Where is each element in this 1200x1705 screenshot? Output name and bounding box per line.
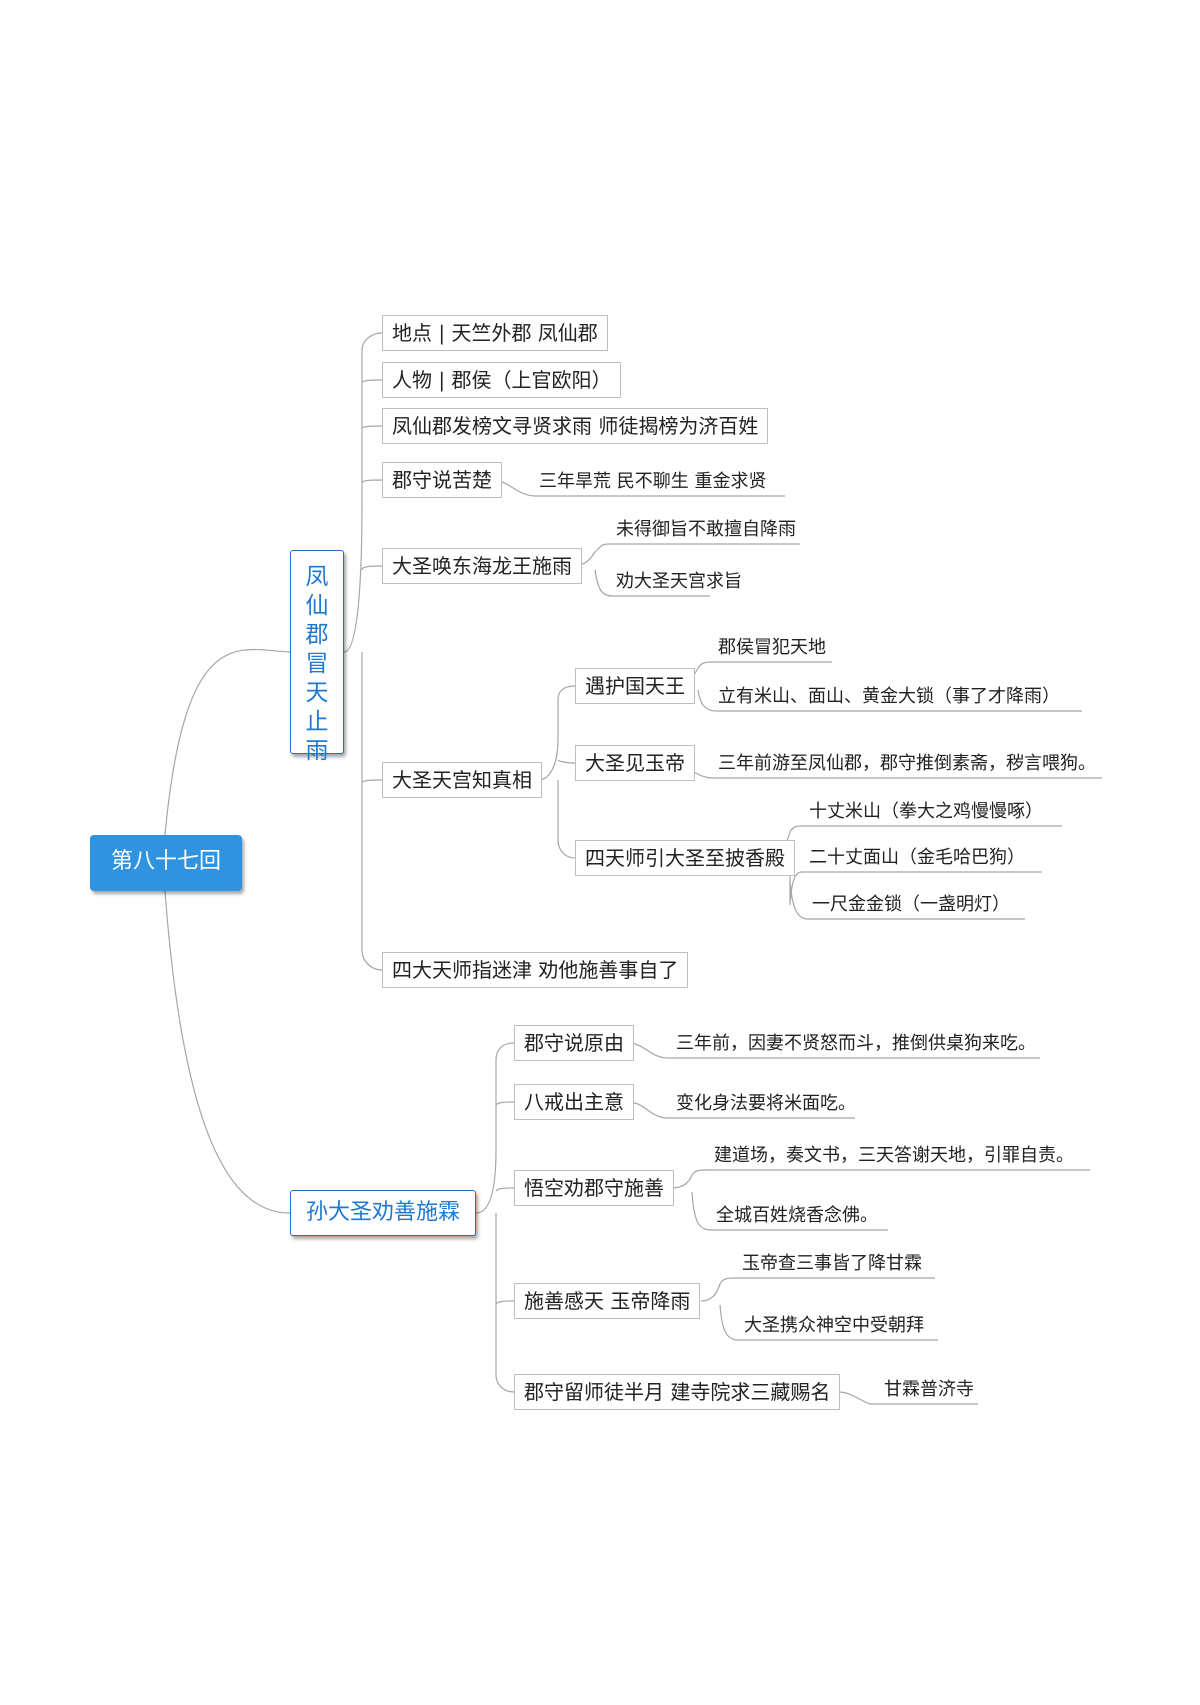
link-root-branch2 bbox=[164, 890, 291, 1214]
title-char: 冒 bbox=[305, 651, 329, 677]
topic-masters-advice[interactable]: 四大天师指迷津 劝他施善事自了 bbox=[382, 952, 689, 988]
topic-guardian-king[interactable]: 遇护国天王 bbox=[575, 668, 695, 704]
link-b2-c4 bbox=[700, 1277, 938, 1341]
leaf-transform-eat[interactable]: 变化身法要将米面吃。 bbox=[676, 1093, 856, 1114]
topic-bulletin[interactable]: 凤仙郡发榜文寻贤求雨 师徒揭榜为济百姓 bbox=[382, 408, 769, 444]
link-b1-item bbox=[361, 565, 383, 571]
leaf-no-decree[interactable]: 未得御旨不敢擅自降雨 bbox=[616, 519, 796, 540]
topic-summon-dragon-king[interactable]: 大圣唤东海龙王施雨 bbox=[382, 548, 582, 584]
leaf-three-years-ago[interactable]: 三年前游至凤仙郡，郡守推倒素斋，秽言喂狗。 bbox=[718, 753, 1096, 774]
link-b2-item bbox=[495, 1187, 515, 1192]
link-b1-item bbox=[361, 479, 383, 484]
title-char: 止 bbox=[305, 709, 329, 735]
topic-heaven-truth[interactable]: 大圣天宫知真相 bbox=[382, 762, 542, 798]
link-branch1-spine bbox=[343, 332, 383, 971]
link-b2-item bbox=[495, 1101, 515, 1106]
topic-characters[interactable]: 人物 | 郡侯（上官欧阳） bbox=[382, 362, 622, 398]
link-root-branch1 bbox=[164, 648, 291, 836]
leaf-seek-decree[interactable]: 劝大圣天宫求旨 bbox=[616, 571, 742, 592]
link-b1-item bbox=[361, 379, 383, 384]
link-b1-l6 bbox=[537, 685, 576, 859]
leaf-golden-lock[interactable]: 一尺金金锁（一盏明灯） bbox=[812, 894, 1010, 915]
topic-meet-jade-emperor[interactable]: 大圣见玉帝 bbox=[575, 745, 695, 781]
leaf-build-altar[interactable]: 建道场，奏文书，三天答谢天地，引罪自责。 bbox=[714, 1145, 1074, 1166]
title-char: 天 bbox=[305, 680, 329, 706]
leaf-rain-falls[interactable]: 玉帝查三事皆了降甘霖 bbox=[742, 1253, 922, 1274]
topic-governor-hardship[interactable]: 郡守说苦楚 bbox=[382, 462, 502, 498]
topic-location[interactable]: 地点 | 天竺外郡 凤仙郡 bbox=[382, 315, 608, 351]
link-branch2-spine bbox=[475, 1042, 515, 1393]
link-b1-item bbox=[361, 779, 383, 784]
topic-temple-naming[interactable]: 郡守留师徒半月 建寺院求三藏赐名 bbox=[514, 1374, 841, 1410]
title-char: 仙 bbox=[305, 593, 329, 619]
root-topic[interactable]: 第八十七回 bbox=[90, 835, 242, 891]
title-char: 郡 bbox=[305, 622, 329, 648]
link-b2-item bbox=[495, 1300, 515, 1305]
leaf-rice-mountain[interactable]: 十丈米山（拳大之鸡慢慢啄） bbox=[809, 801, 1043, 822]
leaf-flour-mountain[interactable]: 二十丈面山（金毛哈巴狗） bbox=[809, 847, 1025, 868]
topic-bajie-idea[interactable]: 八戒出主意 bbox=[514, 1084, 634, 1120]
leaf-worship[interactable]: 大圣携众神空中受朝拜 bbox=[744, 1315, 924, 1336]
link-b1-l5 bbox=[570, 543, 800, 567]
link-b1-l5b bbox=[594, 569, 710, 597]
leaf-mountains-lock[interactable]: 立有米山、面山、黄金大锁（事了才降雨） bbox=[718, 686, 1060, 707]
topic-wukong-persuade[interactable]: 悟空劝郡守施善 bbox=[514, 1170, 674, 1206]
leaf-temple-name[interactable]: 甘霖普济寺 bbox=[884, 1379, 974, 1400]
link-b2-c3 bbox=[671, 1169, 1090, 1231]
topic-heaven-moved[interactable]: 施善感天 玉帝降雨 bbox=[514, 1283, 701, 1319]
topic-governor-reason[interactable]: 郡守说原由 bbox=[514, 1025, 634, 1061]
link-b1-item bbox=[361, 425, 383, 430]
leaf-burn-incense[interactable]: 全城百姓烧香念佛。 bbox=[716, 1205, 878, 1226]
leaf-drought[interactable]: 三年旱荒 民不聊生 重金求贤 bbox=[539, 471, 767, 492]
title-char: 凤 bbox=[305, 564, 329, 590]
link-b2-c5 bbox=[837, 1391, 978, 1405]
leaf-wife-quarrel[interactable]: 三年前，因妻不贤怒而斗，推倒供桌狗来吃。 bbox=[676, 1033, 1036, 1054]
branch-persuade-good-deeds[interactable]: 孙大圣劝善施霖 bbox=[290, 1190, 476, 1236]
leaf-offended-heaven[interactable]: 郡侯冒犯天地 bbox=[718, 637, 826, 658]
title-char: 雨 bbox=[305, 738, 329, 764]
topic-four-celestial-masters[interactable]: 四天师引大圣至披香殿 bbox=[575, 840, 795, 876]
branch-fengxian-title[interactable]: 凤 仙 郡 冒 天 止 雨 bbox=[290, 550, 344, 764]
